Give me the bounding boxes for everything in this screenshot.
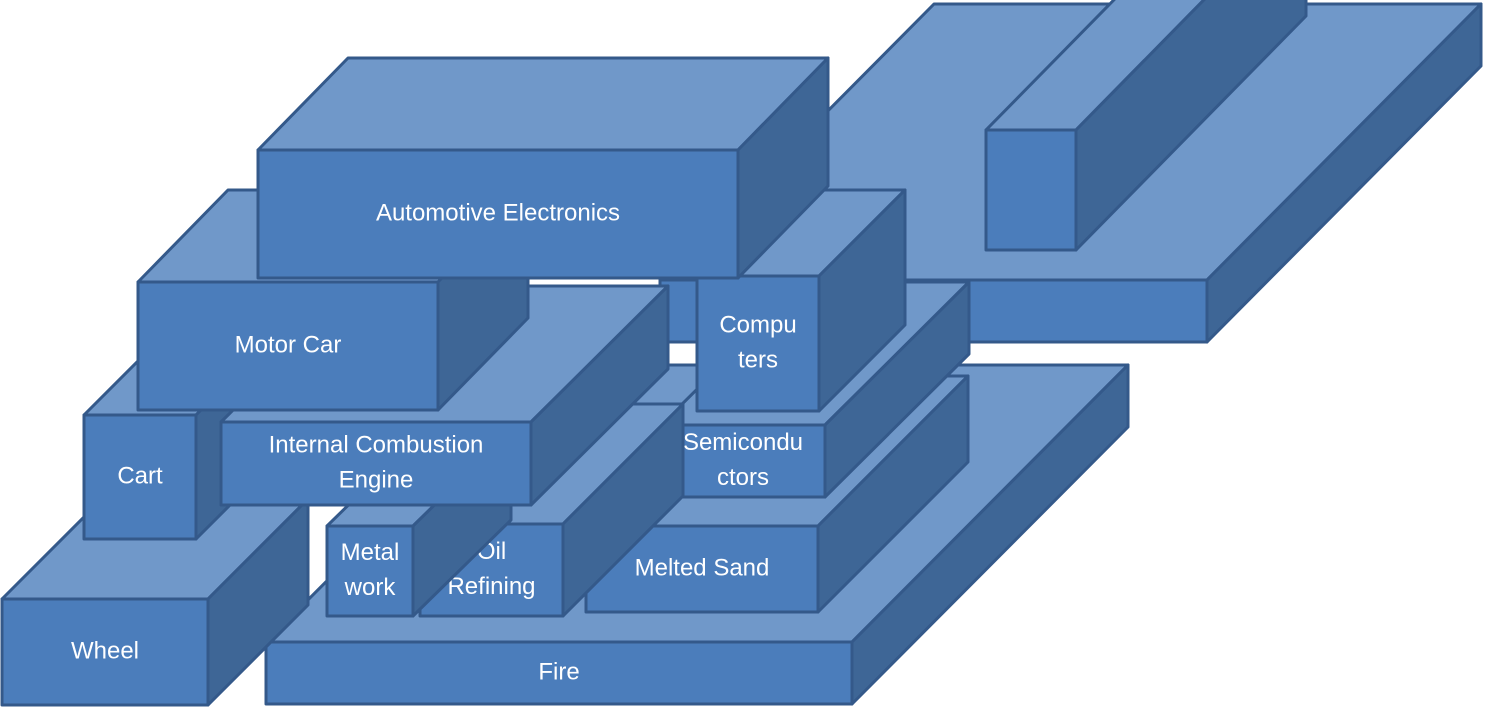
motor-car-label-line-1: Motor Car [235, 331, 342, 358]
back-slab-inner-front-face [984, 128, 1078, 252]
melted-sand-label-line-1: Melted Sand [635, 554, 770, 581]
wheel-front-face [0, 597, 210, 707]
oil-refining-label-line-2: Refining [447, 573, 535, 600]
metal-work-label-line-1: Metal [341, 539, 400, 566]
cart-label-line-1: Cart [117, 462, 163, 489]
computers-label-line-1: Compu [719, 311, 796, 338]
internal-combustion-engine-front-face [219, 420, 533, 507]
automotive-electronics-front-face [256, 148, 740, 280]
semiconductors-label-line-2: ctors [717, 464, 769, 491]
computers-label-line-2: ters [738, 346, 778, 373]
metal-work-label-line-2: work [344, 574, 397, 601]
metal-work-front-face [325, 524, 415, 618]
fire-front-face [264, 640, 854, 706]
internal-combustion-engine-label-line-1: Internal Combustion [269, 431, 484, 458]
automotive-electronics-top-face [256, 56, 830, 152]
wheel-label-line-1: Wheel [71, 637, 139, 664]
computers-front-face [695, 274, 821, 413]
semiconductors-label-line-1: Semicondu [683, 429, 803, 456]
motor-car-front-face [136, 280, 440, 412]
wheel-block: Wheel [0, 497, 310, 707]
internal-combustion-engine-label-line-2: Engine [339, 466, 414, 493]
back-slab-inner-block [984, 0, 1308, 252]
cart-front-face [82, 413, 198, 541]
automotive-electronics-label-line-1: Automotive Electronics [376, 199, 620, 226]
automotive-electronics-block: Automotive Electronics [256, 56, 830, 280]
fire-label-line-1: Fire [538, 658, 579, 685]
